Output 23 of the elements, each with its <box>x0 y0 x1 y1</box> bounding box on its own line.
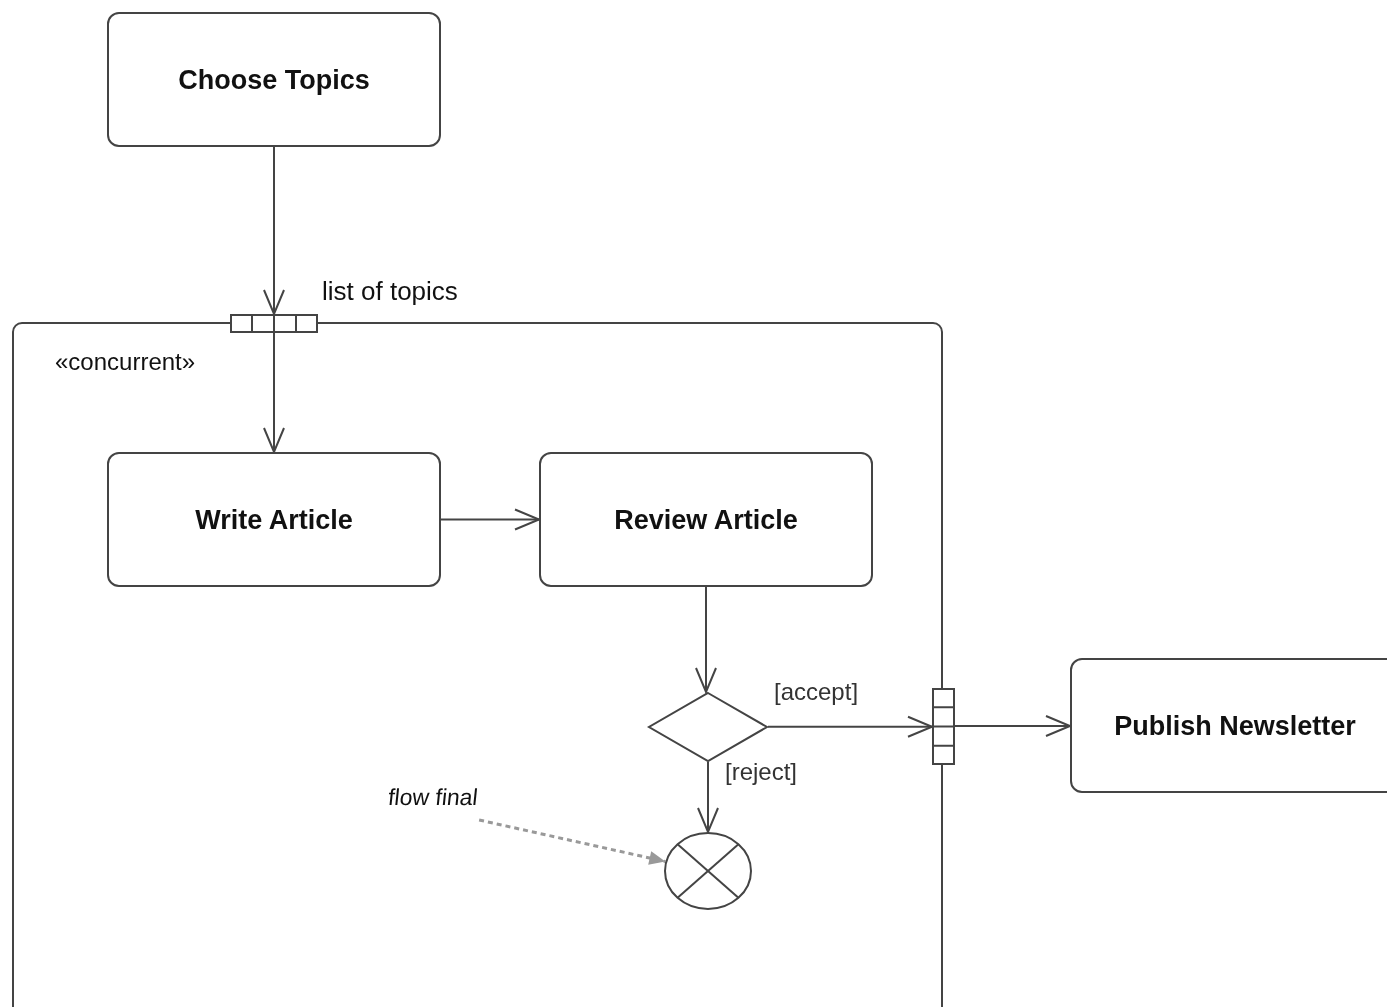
stereotype-label: «concurrent» <box>55 348 196 376</box>
flow-final-node <box>664 832 752 910</box>
action-box <box>539 452 873 587</box>
flow-arrow <box>697 761 719 833</box>
leader-arrow <box>478 818 666 865</box>
flow-arrow <box>767 715 933 738</box>
action-label: Review Article <box>614 503 798 537</box>
output-pin-bar <box>932 688 955 765</box>
action-box <box>107 452 441 587</box>
flow-arrow <box>440 508 540 531</box>
action-label: Choose Topics <box>178 63 370 97</box>
action-label: Write Article <box>195 503 353 537</box>
pin-label: list of topics <box>322 276 458 307</box>
action-box <box>1070 658 1387 793</box>
flow-arrow <box>263 332 285 453</box>
annotation-text: flow final <box>386 784 524 816</box>
flow-arrow <box>954 715 1071 737</box>
flow-arrow <box>695 586 717 693</box>
expansion-region <box>12 322 943 1007</box>
flow-arrow <box>263 146 285 315</box>
action-box <box>107 12 441 147</box>
decision-diamond <box>648 692 768 762</box>
action-label: Publish Newsletter <box>1114 709 1356 743</box>
